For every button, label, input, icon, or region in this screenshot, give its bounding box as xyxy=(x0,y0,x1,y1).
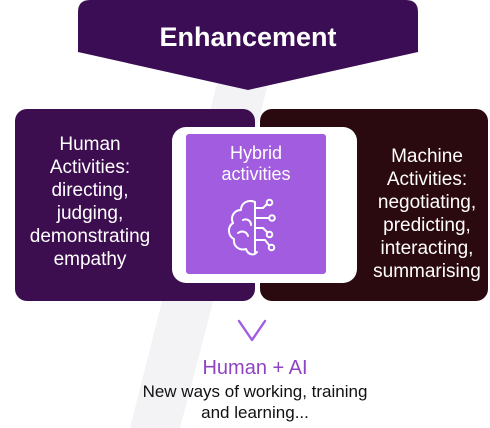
human-ai-title: Human + AI xyxy=(202,357,308,379)
banner-title: Enhancement xyxy=(159,22,337,52)
enhancement-banner xyxy=(78,0,418,90)
brain-circuit-icon xyxy=(228,198,276,256)
human-ai-description: New ways of working, training and learni… xyxy=(142,382,368,422)
human-activities-text: Human Activities: directing, judging, de… xyxy=(29,134,151,270)
machine-activities-text: Machine Activities: negotiating, predict… xyxy=(373,146,481,282)
hybrid-activities-text: Hybrid activities xyxy=(221,143,291,184)
chevron-down-icon xyxy=(237,319,267,342)
